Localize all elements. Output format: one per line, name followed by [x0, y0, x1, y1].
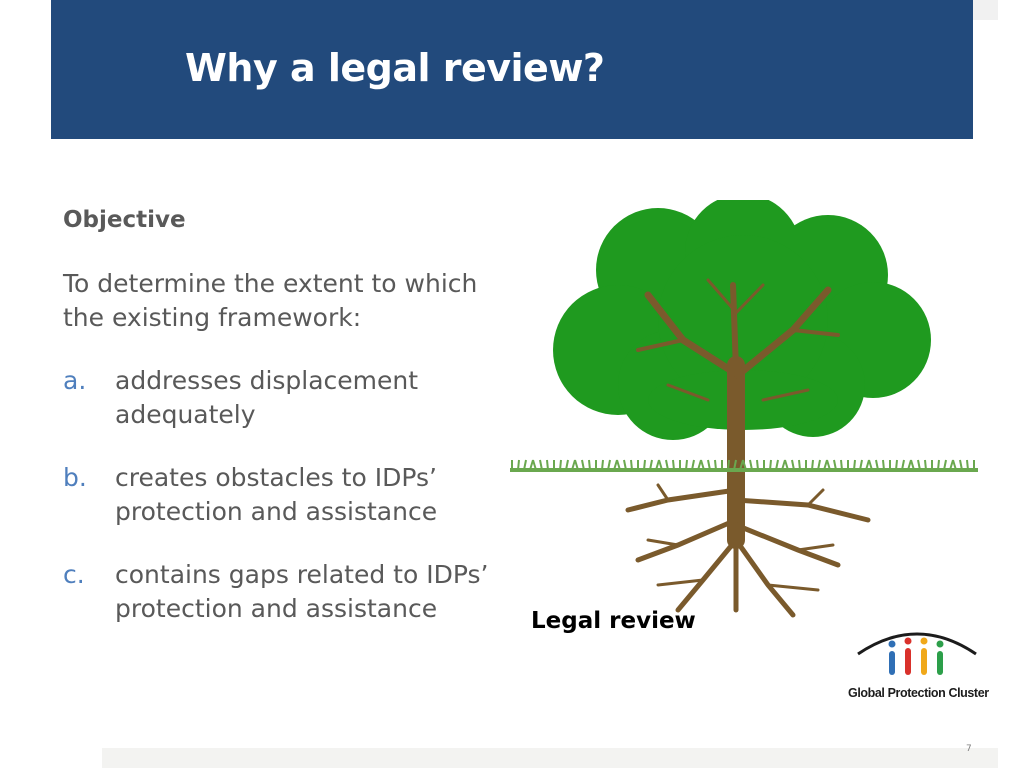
grass-blade [707, 459, 711, 471]
grass-blade [756, 459, 759, 471]
grass-blade [943, 459, 947, 471]
grass-blade [910, 459, 915, 471]
grass-blade [733, 459, 737, 471]
grass-blade [833, 459, 837, 471]
corner-tab [972, 0, 998, 20]
grass-blade [901, 459, 905, 471]
grass-blade [700, 459, 705, 471]
grass-blade [672, 459, 675, 471]
footer-bar [102, 748, 998, 768]
grass-blade [882, 459, 885, 471]
tree-illustration [510, 200, 978, 618]
grass-blade [607, 459, 611, 471]
grass-blade [649, 459, 653, 471]
title-banner [51, 0, 973, 139]
grass-blade [937, 459, 940, 471]
criteria-item-a: a. addresses displacement adequately [63, 364, 503, 432]
grass-blade [811, 459, 814, 471]
grass-blade [539, 459, 543, 471]
grass-blade [868, 459, 873, 471]
criteria-marker: b. [63, 463, 87, 492]
grass-blade [623, 459, 627, 471]
grass-blade [791, 459, 795, 471]
criteria-item-c: c. contains gaps related to IDPs’ protec… [63, 558, 503, 626]
tree-branches [636, 278, 840, 549]
grass-blade [643, 459, 646, 471]
grass-blade [859, 459, 863, 471]
grass-blade [853, 459, 856, 471]
grass-blade [616, 459, 621, 471]
grass-blade [559, 459, 562, 471]
criteria-list: a. addresses displacement adequately b. … [63, 364, 503, 655]
grass-blade [630, 459, 633, 471]
criteria-item-b: b. creates obstacles to IDPs’ protection… [63, 461, 503, 529]
grass-blade [727, 459, 730, 471]
grass-blade [952, 459, 957, 471]
grass-blade [959, 459, 963, 471]
grass-blade [798, 459, 801, 471]
grass-blade [895, 459, 898, 471]
slide-title: Why a legal review? [185, 46, 605, 90]
grass-blade [784, 459, 789, 471]
grass-blade [966, 459, 969, 471]
slide-number: 7 [966, 744, 972, 754]
grass-blade [532, 459, 537, 471]
grass-blade [875, 459, 879, 471]
objective-heading: Objective [63, 207, 186, 233]
grass-blade [826, 459, 831, 471]
logo-figures-icon [857, 632, 977, 675]
grass-blade [840, 459, 843, 471]
grass-blade [523, 459, 527, 471]
intro-text: To determine the extent to which the exi… [63, 269, 478, 332]
criteria-marker: c. [63, 560, 85, 589]
grass-blade [546, 459, 549, 471]
grass-blade [588, 459, 591, 471]
criteria-text: creates obstacles to IDPs’ protection an… [115, 463, 438, 526]
grass-blade [517, 459, 520, 471]
grass-blade [917, 459, 921, 471]
criteria-text: contains gaps related to IDPs’ protectio… [115, 560, 489, 623]
grass-blade [742, 459, 747, 471]
grass-blade [924, 459, 927, 471]
grass-blade [749, 459, 753, 471]
grass-blade [581, 459, 585, 471]
grass-blade [769, 459, 772, 471]
global-protection-cluster-logo: Global Protection Cluster [848, 622, 989, 708]
grass-blade [565, 459, 569, 471]
grass-blade [775, 459, 779, 471]
tree-canopy [553, 200, 931, 440]
criteria-text: addresses displacement adequately [115, 366, 419, 429]
logo-text: Global Protection Cluster [848, 686, 989, 700]
grass-blade [574, 459, 579, 471]
grass-blade [685, 459, 688, 471]
grass-blade [665, 459, 669, 471]
grass-blade [714, 459, 717, 471]
tree-roots [625, 483, 871, 618]
figure-caption: Legal review [531, 608, 696, 634]
grass-blade [658, 459, 663, 471]
grass-blade [601, 459, 604, 471]
criteria-marker: a. [63, 366, 87, 395]
grass-line [510, 459, 978, 472]
grass-blade [817, 459, 821, 471]
grass-blade [691, 459, 695, 471]
